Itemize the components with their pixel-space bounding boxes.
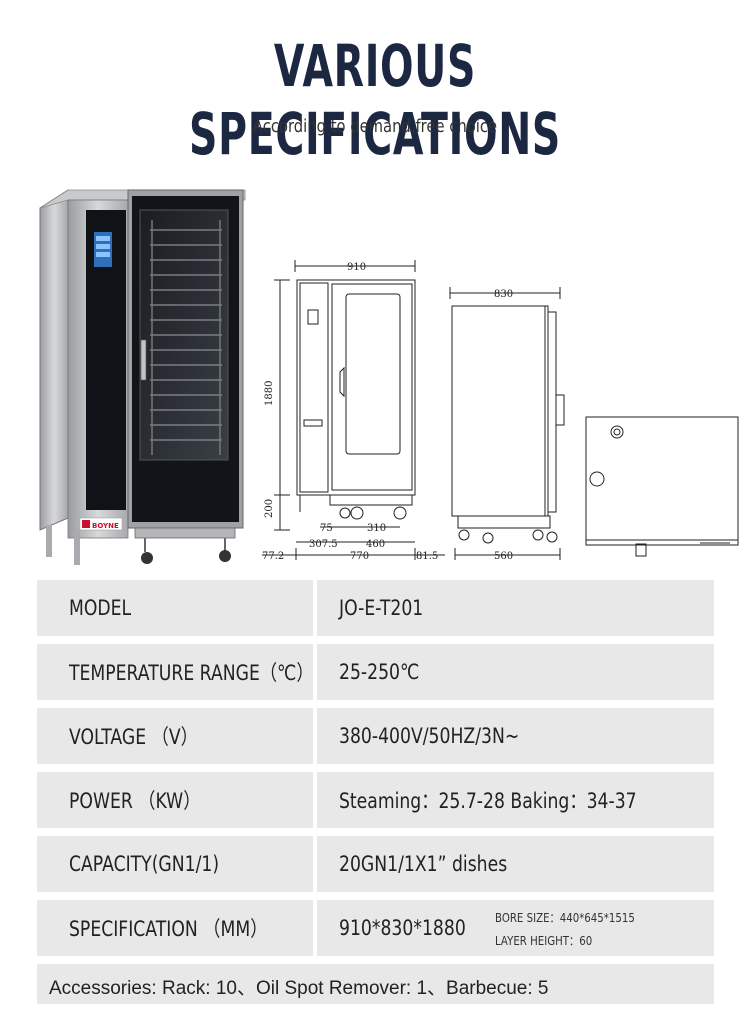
top-view-drawing [585, 416, 739, 557]
brand-logo: BOYNE [92, 522, 119, 530]
spec-row-model: MODEL JO-E-T201 [37, 580, 714, 636]
dim-front-width: 910 [347, 262, 366, 273]
spec-label: SPECIFICATION （MM） [69, 917, 268, 941]
dim-side-depth: 830 [494, 289, 513, 300]
spec-row-temperature: TEMPERATURE RANGE（℃） 25-250℃ [37, 644, 714, 700]
bore-size: BORE SIZE：440*645*1515 [495, 911, 635, 925]
product-figure: BOYNE [39, 189, 739, 565]
spec-value: Steaming：25.7-28 Baking：34-37 [339, 789, 637, 813]
accessories-text: Accessories: Rack: 10、Oil Spot Remover: … [49, 978, 549, 999]
spec-label: VOLTAGE （V） [69, 725, 198, 749]
page-subtitle: According to demand,free choice [252, 116, 498, 137]
spec-value: 20GN1/1X1” dishes [339, 852, 508, 876]
spec-row-voltage: VOLTAGE （V） 380-400V/50HZ/3N~ [37, 708, 714, 764]
dim-side-base: 560 [494, 551, 513, 562]
dim-460: 460 [366, 539, 385, 550]
spec-value: 910*830*1880 [339, 916, 466, 940]
spec-row-specification: SPECIFICATION （MM） 910*830*1880 BORE SIZ… [37, 900, 714, 956]
spec-row-capacity: CAPACITY(GN1/1) 20GN1/1X1” dishes [37, 836, 714, 892]
spec-label: CAPACITY(GN1/1) [69, 852, 220, 876]
front-view-drawing [262, 260, 445, 560]
spec-row-power: POWER （KW） Steaming：25.7-28 Baking：34-37 [37, 772, 714, 828]
spec-value: 25-250℃ [339, 660, 420, 684]
spec-value: JO-E-T201 [339, 596, 424, 620]
spec-label: MODEL [69, 596, 132, 620]
dim-310: 310 [367, 523, 386, 534]
layer-height: LAYER HEIGHT：60 [495, 934, 593, 948]
side-view-drawing [449, 287, 565, 560]
dim-77-2: 77.2 [262, 551, 284, 562]
accessories-bar: Accessories: Rack: 10、Oil Spot Remover: … [37, 964, 714, 1004]
dim-75: 75 [320, 523, 333, 534]
spec-label: POWER （KW） [69, 789, 201, 813]
oven-photo: BOYNE [39, 189, 246, 565]
dim-leg-height: 200 [264, 499, 275, 518]
dim-307-5: 307.5 [309, 539, 338, 550]
spec-label: TEMPERATURE RANGE（℃） [69, 661, 314, 685]
dim-770: 770 [350, 551, 369, 562]
page-title: VARIOUS SPECIFICATIONS [189, 32, 561, 168]
dim-81-5: 81.5 [416, 551, 438, 562]
dim-height: 1880 [264, 381, 275, 406]
spec-value: 380-400V/50HZ/3N~ [339, 724, 520, 748]
